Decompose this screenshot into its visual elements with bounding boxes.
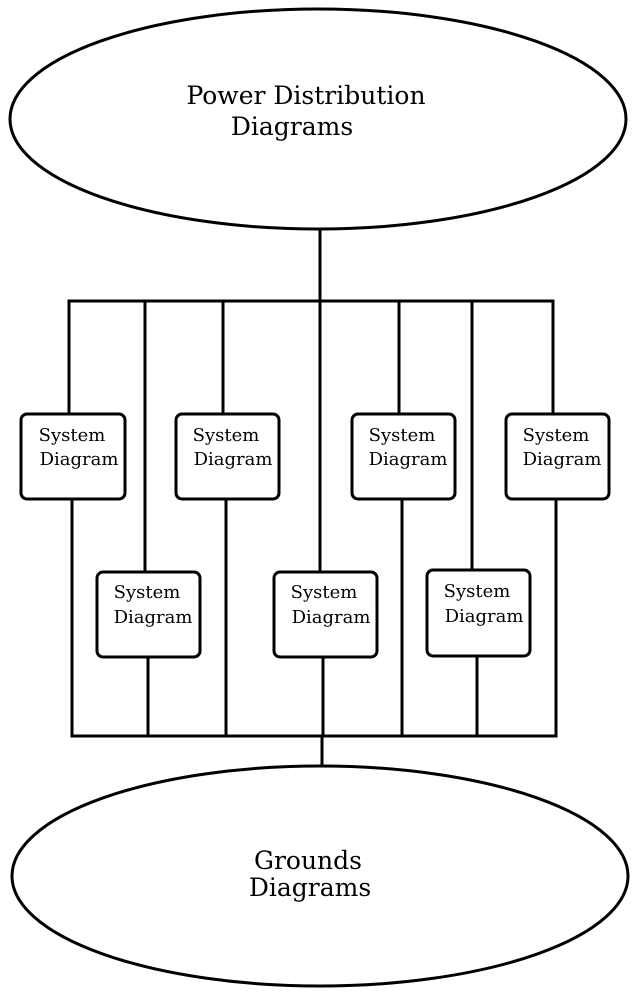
grounds-node: Grounds Diagrams <box>10 764 630 988</box>
system-box-label-line1: System <box>291 582 358 603</box>
grounds-label-line2: Diagrams <box>249 873 371 902</box>
power-distribution-label-line1: Power Distribution <box>186 81 425 110</box>
system-box-label-line1: System <box>114 582 181 603</box>
system-box-label-line1: System <box>444 581 511 602</box>
system-box: System Diagram <box>350 412 457 501</box>
system-box: System Diagram <box>272 570 379 659</box>
system-box-label-line1: System <box>193 425 260 446</box>
system-box-label-line2: Diagram <box>40 449 119 470</box>
system-box-label-line2: Diagram <box>369 449 448 470</box>
system-box-label-line1: System <box>369 425 436 446</box>
power-distribution-node: Power Distribution Diagrams <box>8 7 628 231</box>
system-box: System Diagram <box>19 412 127 501</box>
system-box: System Diagram <box>95 570 202 659</box>
grounds-label-line1: Grounds <box>254 846 362 875</box>
system-box: System Diagram <box>425 568 532 658</box>
system-box-label-line2: Diagram <box>114 607 193 628</box>
system-box-label-line1: System <box>523 425 590 446</box>
system-box-label-line2: Diagram <box>194 449 273 470</box>
system-box-label-line2: Diagram <box>445 606 524 627</box>
power-distribution-label-line2: Diagrams <box>231 112 353 141</box>
system-box-label-line2: Diagram <box>523 449 602 470</box>
system-box: System Diagram <box>174 412 281 501</box>
system-box: System Diagram <box>504 412 611 501</box>
system-box-label-line2: Diagram <box>292 607 371 628</box>
system-box-label-line1: System <box>39 425 106 446</box>
